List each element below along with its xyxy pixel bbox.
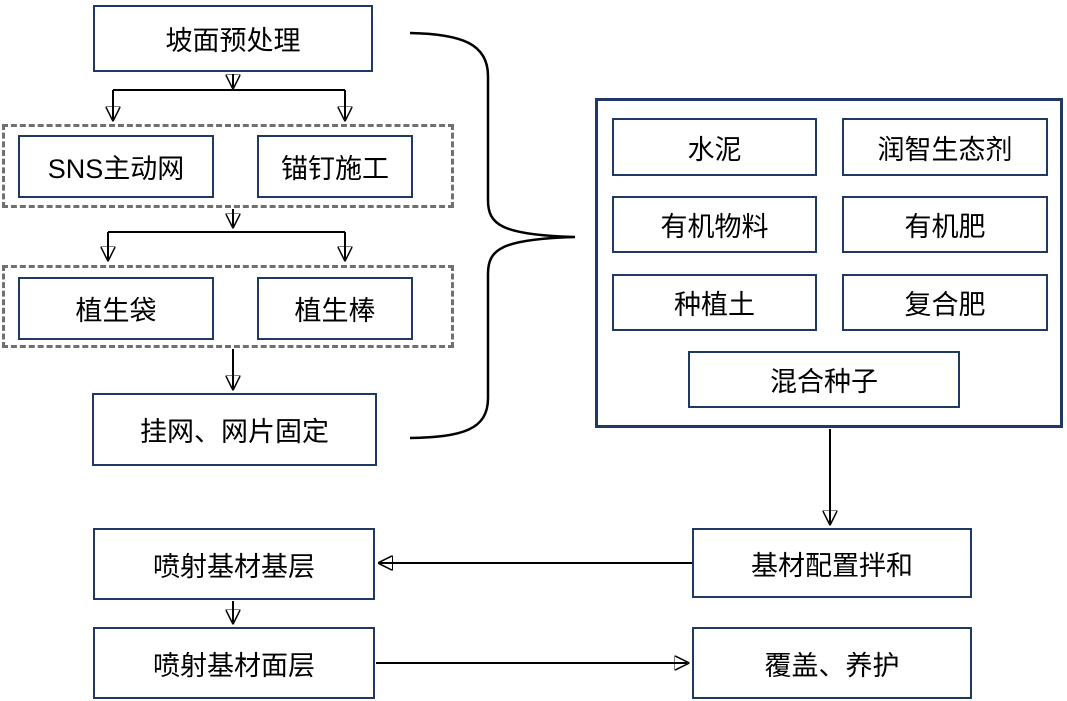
node-spray-base-layer: 喷射基材基层	[93, 528, 375, 600]
node-material-mixed-seeds: 混合种子	[688, 351, 960, 408]
brace-right	[409, 31, 576, 440]
node-material-cement: 水泥	[612, 118, 817, 176]
node-vegetation-rod: 植生棒	[257, 277, 413, 340]
node-hang-net-fix: 挂网、网片固定	[92, 393, 377, 466]
node-cover-maintenance: 覆盖、养护	[692, 627, 972, 699]
node-material-organic-fertilizer: 有机肥	[842, 196, 1048, 253]
node-anchor-construction: 锚钉施工	[257, 135, 413, 198]
node-material-planting-soil: 种植土	[612, 274, 817, 331]
node-sns-active-net: SNS主动网	[18, 135, 214, 198]
node-material-organic-matter: 有机物料	[612, 196, 817, 253]
node-slope-pretreatment: 坡面预处理	[93, 5, 373, 72]
node-material-runzhi-eco-agent: 润智生态剂	[842, 118, 1048, 176]
node-vegetation-bag: 植生袋	[18, 277, 214, 340]
node-spray-surface-layer: 喷射基材面层	[93, 627, 375, 699]
node-material-compound-fertilizer: 复合肥	[842, 274, 1048, 331]
node-substrate-mixing: 基材配置拌和	[692, 528, 972, 598]
